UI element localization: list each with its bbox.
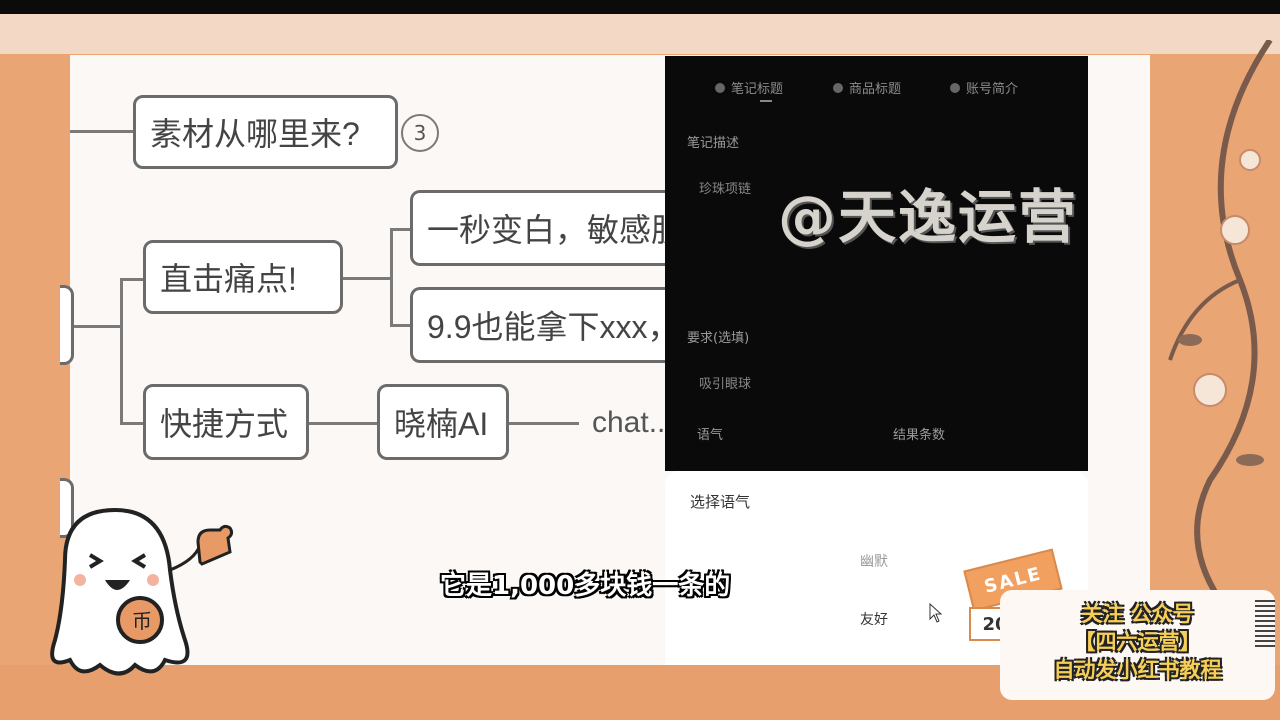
connector-line xyxy=(120,422,145,425)
svg-text:币: 币 xyxy=(132,609,152,633)
watermark: @天逸运营 xyxy=(778,183,1079,251)
ghost-mascot-icon: 币 xyxy=(50,507,202,676)
account-icon xyxy=(950,82,960,93)
connector-line xyxy=(343,277,393,280)
promo-line-1: 关注 公众号 xyxy=(1081,602,1194,626)
barcode-icon xyxy=(1255,600,1275,650)
connector-line xyxy=(70,130,134,133)
collapsed-node-edge xyxy=(60,285,74,365)
note-icon xyxy=(715,82,725,93)
mitten-icon xyxy=(196,524,234,566)
connector-line xyxy=(120,278,123,424)
note-desc-label: 笔记描述 xyxy=(687,136,740,151)
tab-product-title[interactable]: 商品标题 xyxy=(833,78,901,97)
flower-decoration-icon xyxy=(1168,40,1273,600)
leaf-price[interactable]: 9.9也能拿下xxx， xyxy=(410,287,670,363)
connector-line xyxy=(390,228,412,231)
leaf-chat[interactable]: chat... xyxy=(592,406,674,439)
tone-label: 语气 xyxy=(697,428,724,443)
active-tab-indicator xyxy=(760,100,772,102)
leaf-whitening[interactable]: 一秒变白，敏感肌 xyxy=(410,190,670,266)
note-desc-input[interactable]: 珍珠项链 xyxy=(699,182,752,197)
top-black-bar xyxy=(0,0,1280,14)
promo-card: 关注 公众号 【四六运营】 自动发小红书教程 xyxy=(1000,590,1275,700)
top-band xyxy=(0,14,1280,54)
connector-line xyxy=(390,228,393,326)
tone-option-friendly[interactable]: 友好 xyxy=(860,612,888,628)
node-pain-point[interactable]: 直击痛点! xyxy=(143,240,343,314)
ai-tool-panel: 笔记标题 商品标题 账号简介 笔记描述 珍珠项链 要求(选填) 吸引眼球 语气 … xyxy=(665,56,1088,471)
connector-line xyxy=(120,278,145,281)
video-subtitle: 它是1,000多块钱一条的 xyxy=(440,571,731,601)
dropdown-title: 选择语气 xyxy=(690,493,751,511)
promo-line-3: 自动发小红书教程 xyxy=(1053,658,1222,682)
result-count-label: 结果条数 xyxy=(893,428,946,443)
node-ai-tool[interactable]: 晓楠AI xyxy=(377,384,509,460)
node-shortcut[interactable]: 快捷方式 xyxy=(143,384,309,460)
node-source[interactable]: 素材从哪里来? xyxy=(133,95,398,169)
requirement-label: 要求(选填) xyxy=(687,331,750,346)
tab-note-title[interactable]: 笔记标题 xyxy=(715,78,783,97)
connector-line xyxy=(309,422,379,425)
tone-option-humor[interactable]: 幽默 xyxy=(860,554,888,570)
product-icon xyxy=(833,82,843,93)
connector-line xyxy=(390,324,412,327)
connector-line xyxy=(509,422,579,425)
tab-account-bio[interactable]: 账号简介 xyxy=(950,78,1018,97)
requirement-input[interactable]: 吸引眼球 xyxy=(699,377,752,392)
cursor-icon xyxy=(929,603,943,623)
connector-line xyxy=(70,325,120,328)
node-number-badge: 3 xyxy=(401,114,439,152)
promo-line-2: 【四六运营】 xyxy=(1074,630,1201,654)
